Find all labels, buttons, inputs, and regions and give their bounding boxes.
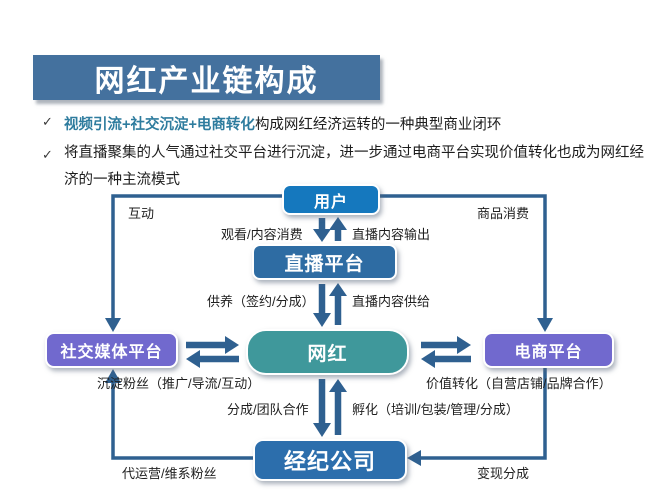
bullet-1: ✓ 视频引流+社交沉淀+电商转化构成网红经济运转的一种典型商业闭环 [40, 113, 664, 134]
edge-label-incubation: 孵化（培训/包装/管理/分成） [352, 402, 519, 417]
edge-user-to-social [105, 194, 283, 332]
edge-label-goods-consumption: 商品消费 [477, 206, 530, 221]
bullet-2: ✓ 将直播聚集的人气通过社交平台进行沉淀，进一步通过电商平台实现价值转化也成为网红… [40, 140, 644, 194]
arrow-influencer-agency-down [313, 379, 331, 437]
arrow-ecommerce-influencer-left [421, 350, 471, 368]
arrow-live-influencer-up [329, 283, 347, 325]
node-influencer: 网红 [246, 329, 409, 375]
bullet-1-text: 构成网红经济运转的一种典型商业闭环 [254, 117, 502, 133]
node-live-platform: 直播平台 [252, 244, 397, 280]
edge-user-to-ecommerce [380, 194, 553, 332]
bullet-2-text: 将直播聚集的人气通过社交平台进行沉淀，进一步通过电商平台实现价值转化也成为网红经… [64, 145, 644, 188]
arrow-influencer-ecommerce-right [421, 336, 471, 354]
edge-label-agent-operation: 代运营/维系粉丝 [122, 466, 217, 481]
bullet-1-highlight: 视频引流+社交沉淀+电商转化 [64, 117, 255, 133]
edge-label-value-conversion: 价值转化（自营店铺/品牌合作） [426, 376, 612, 391]
arrow-user-live-up [329, 217, 347, 241]
edge-label-settle-fans: 沉淀粉丝（推广/导流/互动） [97, 376, 261, 391]
page-title-text: 网红产业链构成 [94, 64, 319, 98]
edge-agency-to-social [105, 369, 253, 460]
checkmark-icon: ✓ [42, 114, 53, 129]
edge-ecommerce-to-agency [407, 368, 547, 466]
node-ecommerce-platform: 电商平台 [483, 332, 614, 368]
checkmark-icon: ✓ [42, 147, 53, 162]
edge-label-support: 供养（签约/分成） [207, 294, 315, 309]
node-user: 用户 [282, 184, 380, 215]
edge-label-live-supply: 直播内容供给 [352, 294, 431, 309]
arrow-live-influencer-down [313, 284, 331, 327]
arrow-social-influencer-right [186, 336, 239, 354]
edge-label-watch-consume: 观看/内容消费 [221, 227, 303, 242]
node-agency: 经纪公司 [253, 439, 407, 481]
arrow-influencer-social-left [186, 350, 239, 368]
node-social-platform: 社交媒体平台 [45, 332, 178, 368]
edge-label-live-output: 直播内容输出 [352, 227, 431, 242]
arrow-user-live-down [313, 218, 331, 242]
edge-label-interaction: 互动 [128, 206, 155, 221]
page-title: 网红产业链构成 [33, 55, 380, 100]
arrow-influencer-agency-up [329, 379, 347, 435]
edge-label-share-team: 分成/团队合作 [227, 402, 309, 417]
edge-label-monetize-share: 变现分成 [477, 466, 530, 481]
